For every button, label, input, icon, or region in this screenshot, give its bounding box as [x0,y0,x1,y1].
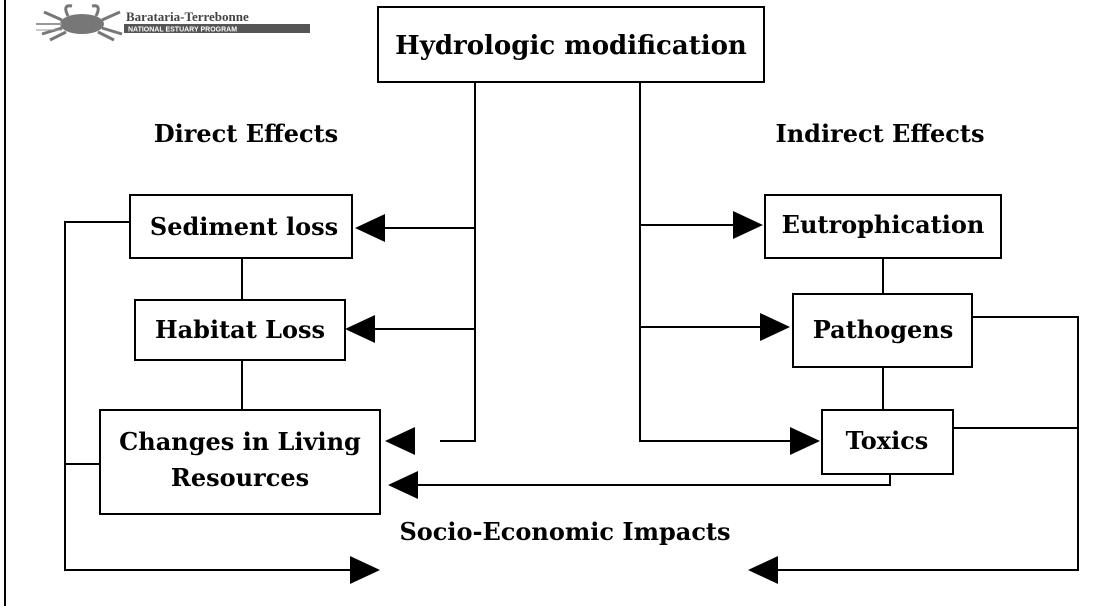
hydrologic-modification-label: Hydrologic modification [395,31,747,61]
arrow-right-to-impacts [748,556,778,584]
arrow-to-eutrophication [733,211,763,239]
pathogens-label: Pathogens [813,315,954,344]
arrow-left-to-impacts [350,556,380,584]
living-resources-label-line1: Changes in Living [119,427,361,456]
box-changes-in-living-resources: Changes in Living Resources [99,409,381,515]
arrow-to-pathogens [760,313,790,341]
box-habitat-loss: Habitat Loss [134,299,346,361]
logo-subtitle: NATIONAL ESTUARY PROGRAM [128,27,237,34]
arrow-to-sediment [355,214,385,242]
socio-economic-impacts-label: Socio-Economic Impacts [399,517,730,546]
arrow-to-toxics [790,427,820,455]
program-logo: Barataria-Terrebonne NATIONAL ESTUARY PR… [36,4,310,42]
logo-title: Barataria-Terrebonne [126,9,249,24]
toxics-label: Toxics [846,426,929,455]
living-resources-label-line2: Resources [171,463,309,492]
box-sediment-loss: Sediment loss [129,194,353,259]
box-toxics: Toxics [821,409,954,475]
crab-icon [41,4,123,42]
direct-effects-heading: Direct Effects [154,119,338,148]
connectors [64,82,1079,571]
box-hydrologic-modification: Hydrologic modification [377,6,765,83]
arrow-to-habitat [345,315,375,343]
arrow-to-living [385,427,415,455]
sediment-loss-label: Sediment loss [150,212,338,241]
arrow-toxics-to-living [388,471,418,499]
indirect-effects-heading: Indirect Effects [775,119,984,148]
arrowheads [345,211,820,584]
box-eutrophication: Eutrophication [764,194,1002,259]
eutrophication-label: Eutrophication [782,210,985,239]
box-pathogens: Pathogens [792,293,973,368]
habitat-loss-label: Habitat Loss [155,315,325,344]
